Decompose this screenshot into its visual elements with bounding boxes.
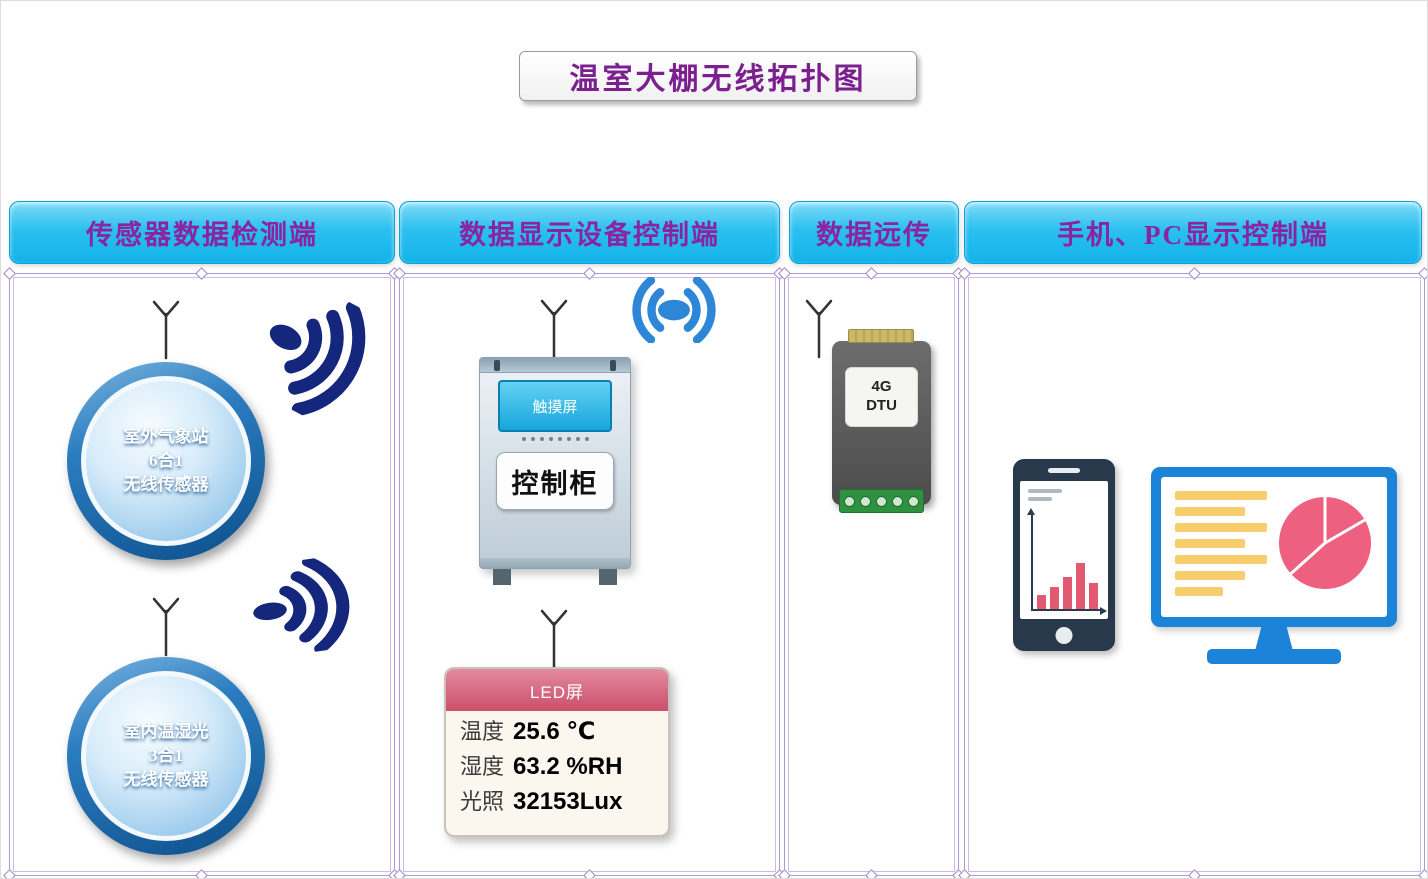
wifi-signal-icon — [632, 277, 716, 343]
sensor-label-line: 无线传感器 — [123, 474, 209, 494]
cabinet-bottom-strip — [480, 558, 630, 568]
indoor-thl-sensor: 室内温湿光 3合1 无线传感器 — [67, 657, 265, 855]
dtu-label-line: 4G — [871, 378, 892, 396]
monitor-screen — [1161, 477, 1387, 617]
bolt-icon — [610, 360, 616, 371]
panel-phone-pc — [958, 267, 1427, 878]
radio-waves-icon — [253, 556, 350, 654]
terminal-screw-icon — [844, 495, 855, 507]
terminal-screw-icon — [860, 495, 871, 507]
phone-bar-chart — [1027, 508, 1107, 615]
monitor-stand-neck — [1255, 625, 1293, 651]
radio-waves-icon — [269, 301, 366, 416]
led-row-name: 光照 — [460, 789, 505, 814]
terminal-screw-icon — [908, 495, 919, 507]
phone-speaker — [1048, 468, 1080, 473]
dtu-4g-module: 4G DTU — [832, 329, 931, 513]
cabinet-foot — [493, 569, 511, 585]
led-row-humidity: 湿度 63.2 %RH — [446, 746, 668, 781]
cabinet-label: 控制柜 — [496, 452, 614, 510]
bolt-icon — [494, 360, 500, 371]
panel-remote-transfer — [778, 267, 965, 878]
terminal-screw-icon — [876, 495, 887, 507]
sensor-label-line: 室外气象站 — [123, 427, 209, 447]
text-line-placeholder — [1028, 497, 1052, 501]
dtu-label-line: DTU — [866, 397, 897, 414]
led-panel-title: LED屏 — [446, 669, 668, 711]
page-title-text: 温室大棚无线拓扑图 — [569, 63, 867, 96]
text-line-placeholder — [1028, 489, 1062, 493]
column-header-display-control: 数据显示设备控制端 — [399, 201, 780, 264]
outdoor-weather-sensor: 室外气象站 6合1 无线传感器 — [67, 362, 265, 560]
sensor-label-line: 3合1 — [149, 746, 183, 766]
phone-home-button — [1055, 627, 1073, 644]
led-display-panel: LED屏 温度 25.6 ℃ 湿度 63.2 %RH 光照 32153Lux — [444, 667, 670, 837]
sensor-label-line: 室内温湿光 — [123, 722, 209, 742]
cabinet-foot — [599, 569, 617, 585]
monitor-stand-base — [1207, 649, 1341, 664]
touch-screen: 触摸屏 — [498, 380, 612, 432]
cabinet-top-strip — [480, 358, 630, 373]
dtu-top-connector — [848, 329, 914, 343]
column-header-phone-pc: 手机、PC显示控制端 — [964, 201, 1422, 264]
column-header-remote-transfer: 数据远传 — [789, 201, 959, 264]
phone-screen — [1020, 481, 1108, 619]
desktop-monitor-illustration — [1151, 467, 1397, 627]
page-title: 温室大棚无线拓扑图 — [519, 51, 917, 101]
led-row-name: 湿度 — [460, 754, 505, 779]
sensor-label-line: 6合1 — [149, 451, 183, 471]
terminal-screw-icon — [892, 495, 903, 507]
sensor-label-line: 无线传感器 — [123, 769, 209, 789]
text-lines-placeholder — [1175, 491, 1267, 596]
pie-chart-icon — [1279, 497, 1371, 589]
led-row-value: 63.2 %RH — [513, 753, 623, 780]
antenna-icon — [540, 609, 568, 669]
led-row-light: 光照 32153Lux — [446, 781, 668, 816]
led-row-temperature: 温度 25.6 ℃ — [446, 711, 668, 746]
antenna-icon — [152, 597, 180, 657]
cabinet-vent-dots — [480, 437, 630, 441]
antenna-icon — [805, 299, 833, 359]
control-cabinet: 触摸屏 控制柜 — [479, 357, 631, 569]
antenna-icon — [540, 299, 568, 359]
led-row-value: 25.6 ℃ — [513, 718, 596, 745]
panel-display-control — [393, 267, 786, 878]
dtu-label: 4G DTU — [845, 367, 918, 427]
panel-sensor-detection — [3, 267, 401, 878]
antenna-icon — [152, 300, 180, 360]
column-header-sensor-detection: 传感器数据检测端 — [9, 201, 395, 264]
smartphone-illustration — [1013, 459, 1115, 651]
led-row-name: 温度 — [460, 719, 505, 744]
dtu-terminal-block — [839, 489, 924, 513]
led-row-value: 32153Lux — [513, 788, 623, 815]
